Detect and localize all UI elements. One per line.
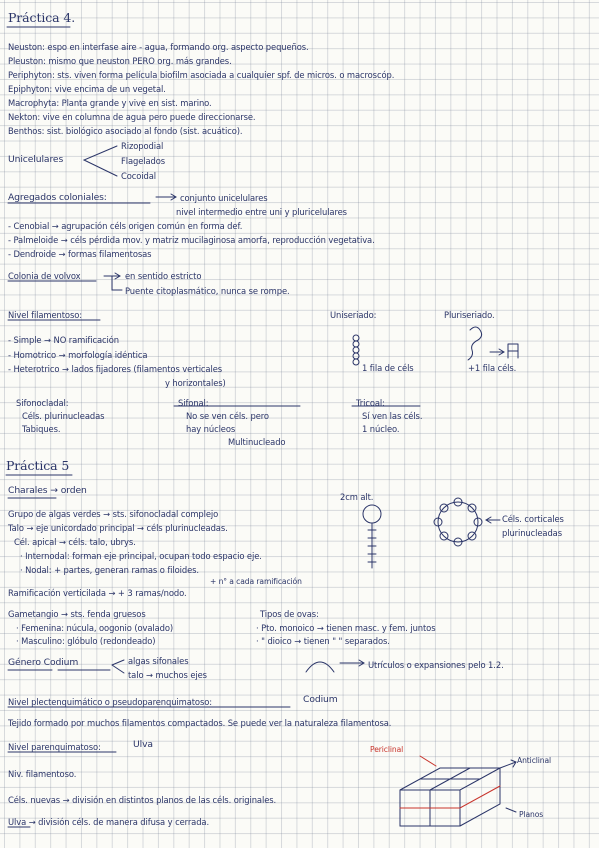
colonia-l2: Puente citoplasmático, nunca se rompe. <box>125 286 290 296</box>
cortex-label-2: plurinucleadas <box>502 528 562 538</box>
tipos-l2: · Pto. monoico → tienen masc. y fem. jun… <box>256 623 436 633</box>
chara-sketch <box>362 504 382 569</box>
fila-2-label: +1 fila céls. <box>468 363 517 373</box>
fila-1-label: 1 fila de céls <box>362 363 414 373</box>
charales-label: Charales → orden <box>8 485 87 496</box>
def-nekton: Nekton: vive en columna de agua pero pue… <box>8 112 256 122</box>
utriculo-sketch <box>305 661 335 673</box>
def-epiphyton: Epiphyton: vive encima de un vegetal. <box>8 84 166 94</box>
nivel-par-genus: Ulva <box>133 739 153 750</box>
sifonal-label: Sifonal: <box>178 398 209 408</box>
cortex-ring-sketch <box>433 497 501 547</box>
gametangio-l2: · Femenina: núcula, oogonio (ovalado) <box>16 623 174 633</box>
size-label: 2cm alt. <box>340 492 374 502</box>
cortex-label: Céls. corticales <box>502 514 564 524</box>
codium-label: Género Codium <box>8 657 79 668</box>
codium-utr: Utrículos o expansiones pelo 1.2. <box>368 660 504 670</box>
pluriseriado-label: Pluriseriado. <box>444 310 495 320</box>
sifonocladal-l1: Céls. plurinucleadas <box>22 411 105 421</box>
unicelular-cocoidal: Cocoidal <box>121 171 157 181</box>
unicelular-rizopodial: Rizopodial <box>121 141 164 151</box>
codium-brace <box>111 659 125 674</box>
def-pleuston: Pleuston: mismo que neuston PERO org. má… <box>8 56 232 66</box>
unicelular-flagelados: Flagelados <box>121 156 166 166</box>
ramif-label: Ramificación verticilada → + 3 ramas/nod… <box>8 588 187 598</box>
p5-line-3: Cél. apical → céls. talo, ubrys. <box>14 537 136 547</box>
p5-line-1: Grupo de algas verdes → sts. sifonoclada… <box>8 509 219 519</box>
uniseriado-label: Uniseriado: <box>330 310 377 320</box>
filamentoso-cont: y horizontales) <box>165 378 226 388</box>
def-macrophyta: Macrophyta: Planta grande y vive en sist… <box>8 98 212 108</box>
def-periphyton: Periphyton: sts. viven forma película bi… <box>8 70 395 80</box>
colonia-arrow-2 <box>111 275 123 291</box>
nivel-fil-label: Niv. filamentoso. <box>8 769 77 779</box>
sifonal-l3: Multinucleado <box>228 437 286 447</box>
tipos-l3: · " dioico → tienen " " separados. <box>256 636 390 646</box>
utriculo-arrow <box>339 659 365 667</box>
p5-line-2: Talo → eje unicordado principal → céls p… <box>8 523 228 533</box>
p5-line-4: · Internodal: forman eje principal, ocup… <box>20 551 262 561</box>
def-neuston: Neuston: espo en interfase aire - agua, … <box>8 42 309 52</box>
agregado-palmeloide: - Palmeloide → céls pérdida mov. y matri… <box>8 235 375 245</box>
filamentoso-homotrico: - Homotrico → morfología idéntica <box>8 350 148 360</box>
unicelulares-brace <box>82 145 118 177</box>
tipos-l1: Tipos de ovas: <box>260 609 319 619</box>
tricoal-l1: Sí ven las céls. <box>362 411 423 421</box>
colonia-l1: en sentido estricto <box>125 271 202 281</box>
filamentoso-heterotrico: - Heterotrico → lados fijadores (filamen… <box>8 364 223 374</box>
sifonal-l2: hay núcleos <box>186 424 236 434</box>
codium-l1: algas sifonales <box>128 656 189 666</box>
practica-5-title: Práctica 5 <box>6 458 70 473</box>
nivel-pseudo-genus: Codium <box>303 694 338 705</box>
codium-l2: talo → muchos ejes <box>128 670 207 680</box>
tejido-text: Tejido formado por muchos filamentos com… <box>8 718 392 728</box>
nivel-pseudo-label: Nivel plectenquimático o pseudoparenquim… <box>8 697 212 707</box>
pluriseriado-sketch <box>467 326 519 361</box>
def-benthos: Benthos: sist. biológico asociado al fon… <box>8 126 243 136</box>
agregados-def1: conjunto unicelulares <box>180 193 268 203</box>
agregados-def2: nivel intermedio entre uni y pluricelula… <box>176 207 347 217</box>
agregado-cenobial: - Cenobial → agrupación céls origen comú… <box>8 221 243 231</box>
sifonocladal-label: Sifonocladal: <box>16 398 69 408</box>
agregados-arrow <box>155 193 177 201</box>
filamentoso-simple: - Simple → NO ramificación <box>8 335 119 345</box>
sifonal-l1: No se ven céls. pero <box>186 411 269 421</box>
planos-label: Planos <box>519 810 544 819</box>
ramif-note: + n° a cada ramificación <box>210 577 302 586</box>
ulva-text: Ulva → división céls. de manera difusa y… <box>8 817 210 827</box>
anticlinal-label: Anticlinal <box>517 756 552 765</box>
cell-division-cube <box>399 759 517 827</box>
sifonocladal-l2: Tabiques. <box>22 424 61 434</box>
uniseriado-sketch <box>352 334 360 366</box>
p5-line-5: · Nodal: + partes, generan ramas o filoi… <box>20 565 199 575</box>
tricoal-l2: 1 núcleo. <box>362 424 400 434</box>
cels-text: Céls. nuevas → división en distintos pla… <box>8 795 277 805</box>
colonia-label: Colonia de volvox <box>8 271 81 281</box>
agregados-label: Agregados coloniales: <box>8 192 107 203</box>
nivel-par-label: Nivel parenquimatoso: <box>8 742 101 752</box>
agregado-dendroide: - Dendroide → formas filamentosas <box>8 249 152 259</box>
tricoal-label: Tricoal: <box>356 398 385 408</box>
gametangio-l1: Gametangio → sts. fenda gruesos <box>8 609 146 619</box>
filamentoso-label: Nivel filamentoso: <box>8 310 82 320</box>
periclinal-label: Periclinal <box>370 745 404 754</box>
periclinal-sketch <box>399 755 501 809</box>
gametangio-l3: · Masculino: glóbulo (redondeado) <box>16 636 156 646</box>
practica-4-title: Práctica 4. <box>8 10 76 25</box>
unicelulares-label: Unicelulares <box>8 154 64 165</box>
